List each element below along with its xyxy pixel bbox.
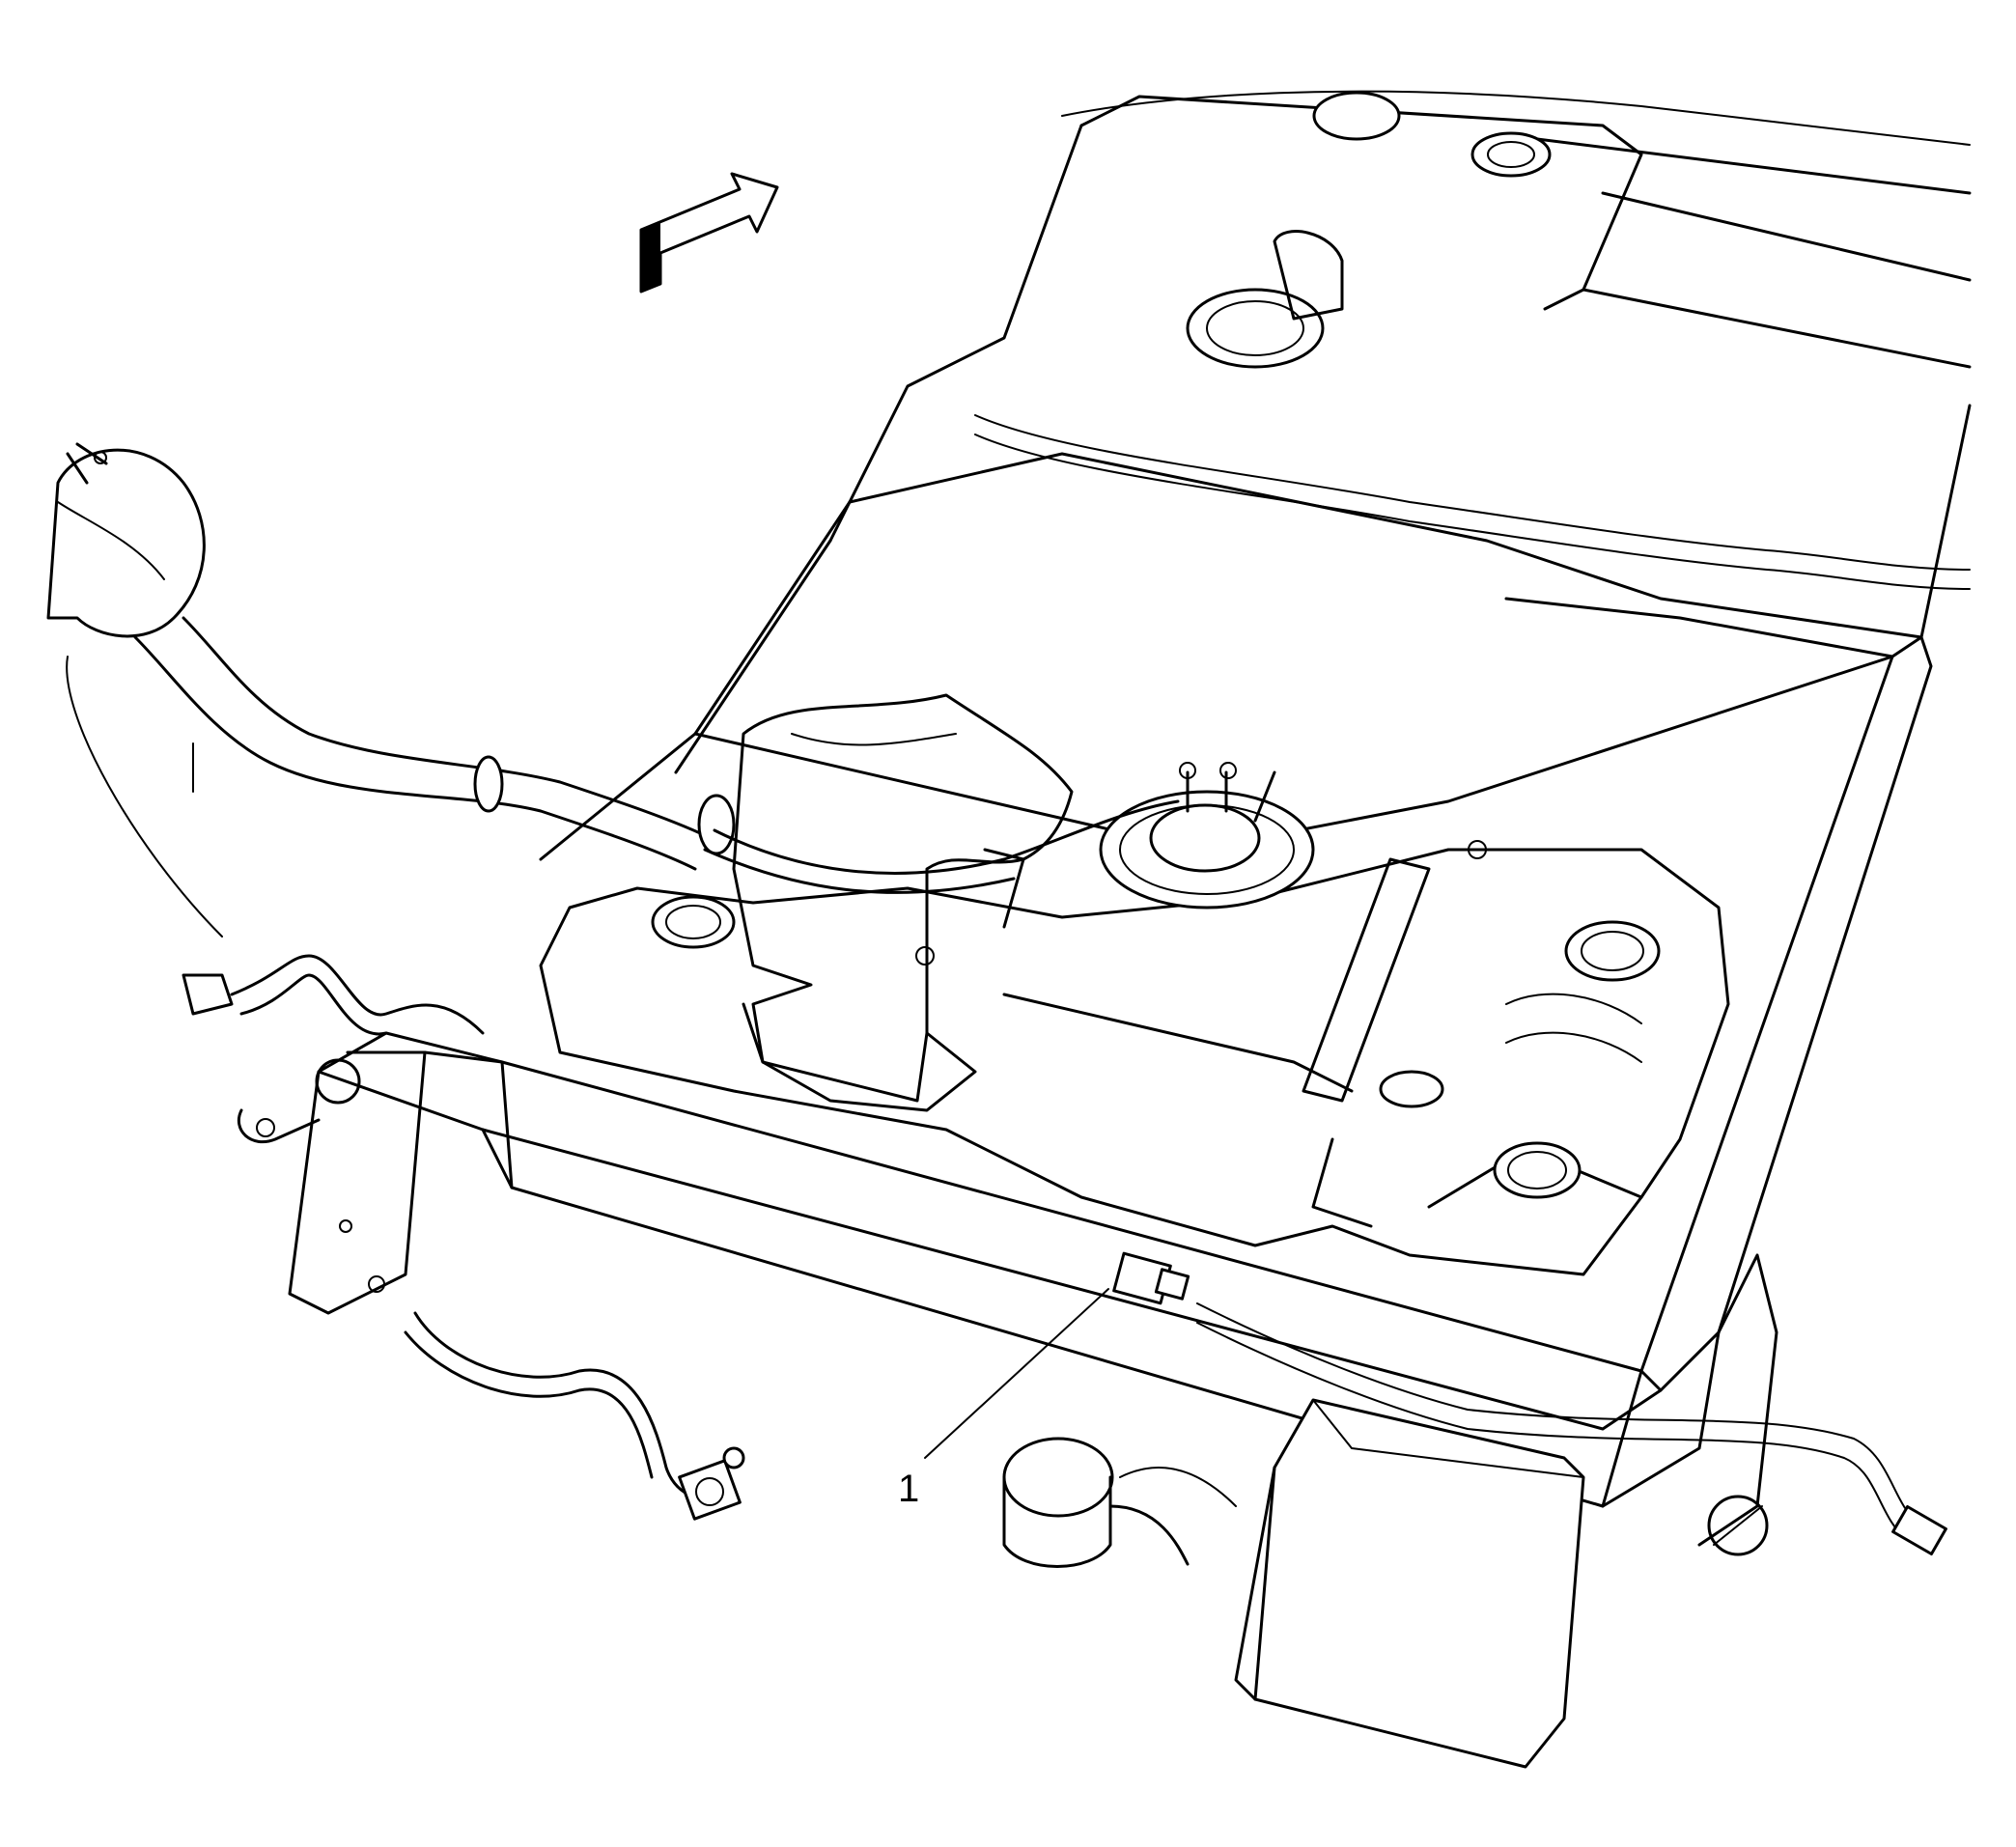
callout-1: 1 xyxy=(898,1288,1109,1510)
fuel-tank xyxy=(539,840,1730,1276)
tank-straps xyxy=(983,848,1431,1103)
fuel-pump-module xyxy=(1099,762,1315,910)
evap-canister xyxy=(1002,1398,1585,1769)
callout-number: 1 xyxy=(898,1468,919,1510)
heat-shield xyxy=(732,693,1074,1112)
harness-connectors xyxy=(678,1251,1947,1555)
fuel-filler-assembly xyxy=(46,442,1180,1016)
direction-arrow-icon xyxy=(639,172,779,294)
secondary-fuel-module xyxy=(1186,91,1552,369)
chassis-frame xyxy=(238,95,1972,1556)
wiring-harness xyxy=(230,90,1971,1541)
